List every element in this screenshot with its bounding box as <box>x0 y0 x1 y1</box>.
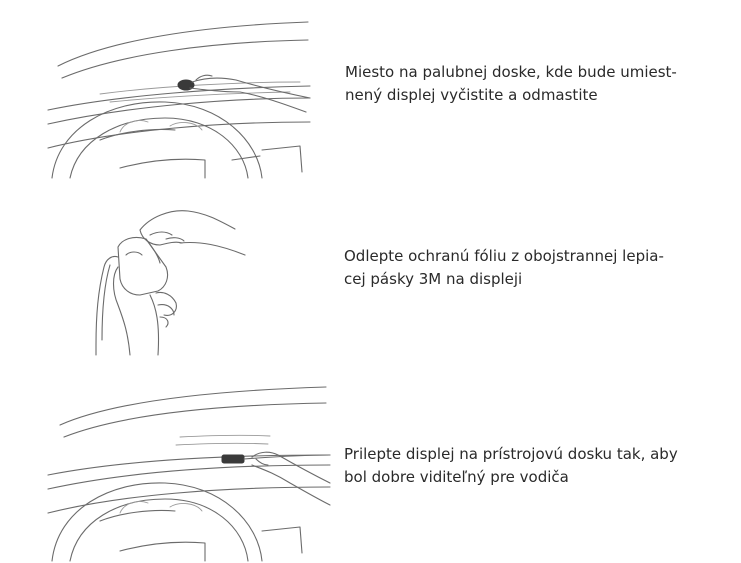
dashboard-clean-illustration <box>0 0 340 185</box>
step-3-text: Prilepte displej na prístrojovú dosku ta… <box>344 443 724 489</box>
dashboard-attach-illustration <box>0 375 340 563</box>
peel-film-illustration <box>0 195 340 365</box>
step-clean-dashboard: Miesto na palubnej doske, kde bude umies… <box>0 0 741 185</box>
step-attach-display: Prilepte displej na prístrojovú dosku ta… <box>0 375 741 563</box>
step-1-text: Miesto na palubnej doske, kde bude umies… <box>345 61 725 107</box>
step-remove-film: Odlepte ochranú fóliu z obojstrannej lep… <box>0 195 741 365</box>
step-2-text: Odlepte ochranú fóliu z obojstrannej lep… <box>344 245 724 291</box>
